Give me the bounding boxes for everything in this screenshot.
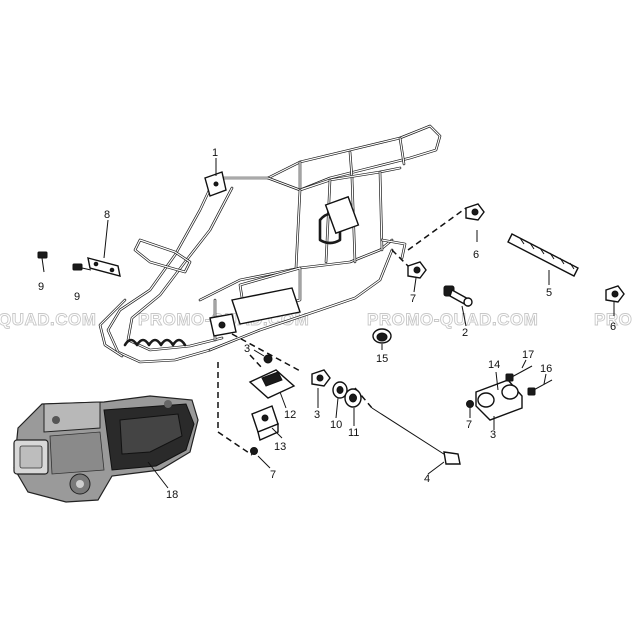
part-15-grommet: [372, 328, 392, 344]
part-5-axle-bolt: [507, 233, 579, 277]
part-6-nut: [605, 285, 625, 303]
callout-9: 9: [74, 291, 80, 303]
callout-12: 12: [284, 409, 296, 421]
callout-7: 7: [410, 293, 416, 305]
part-2-bolt: [443, 285, 473, 308]
callout-2: 2: [462, 327, 468, 339]
routing-line: [407, 207, 467, 251]
callout-18: 18: [166, 489, 178, 501]
callout-17: 17: [522, 349, 534, 361]
callout-9: 9: [38, 281, 44, 293]
part-7-nut: [466, 400, 474, 408]
routing-line: [217, 362, 253, 456]
callout-6: 6: [610, 321, 616, 333]
callout-8: 8: [104, 209, 110, 221]
part-3-nut: [263, 354, 273, 364]
callout-3: 3: [244, 343, 250, 355]
callout-14: 14: [488, 359, 500, 371]
watermark-text: PRO: [594, 310, 632, 329]
callout-3: 3: [314, 409, 320, 421]
callout-10: 10: [330, 419, 342, 431]
part-9-bolt: [37, 251, 48, 273]
part-7-nut: [250, 447, 258, 455]
part-11-washer: [344, 388, 362, 408]
part-4-long-bolt: [371, 407, 461, 465]
watermark-text: QUAD.COM: [0, 310, 96, 329]
part-13-mount-bracket: [251, 405, 279, 441]
part-6-nut: [465, 203, 485, 242]
callout-16: 16: [540, 363, 552, 375]
part-16-bolt: [527, 379, 553, 396]
part-7-nut: [407, 261, 427, 279]
part-9-bolt: [72, 263, 92, 271]
part-3-nut: [311, 369, 331, 387]
routing-line: [231, 333, 303, 373]
callout-7: 7: [466, 419, 472, 431]
callout-15: 15: [376, 353, 388, 365]
routing-line: [249, 354, 263, 369]
callouts: 1 8 9 9 6 7 5 6 2 15 3 12 13 3 10 11 7 4…: [38, 147, 616, 501]
part-8-bracket-plate: [87, 257, 121, 277]
part-12-mount-plate: [248, 369, 296, 399]
watermark: QUAD.COM PROMO-QUAD.COM PROMO-QUAD.COM P…: [0, 310, 632, 330]
callout-5: 5: [546, 287, 552, 299]
part-18-engine: [13, 395, 199, 503]
callout-6: 6: [473, 249, 479, 261]
leader-lines: [103, 158, 615, 489]
callout-1: 1: [212, 147, 218, 159]
callout-13: 13: [274, 441, 286, 453]
part-17-bolt: [505, 365, 533, 382]
watermark-text: PROMO-QUAD.COM: [367, 310, 538, 329]
callout-7: 7: [270, 469, 276, 481]
callout-4: 4: [424, 473, 430, 485]
callout-3: 3: [490, 429, 496, 441]
part-14-rear-bracket: [475, 379, 523, 421]
callout-11: 11: [348, 427, 359, 439]
part-10-washer: [332, 381, 348, 399]
frame-assembly: [98, 124, 442, 364]
